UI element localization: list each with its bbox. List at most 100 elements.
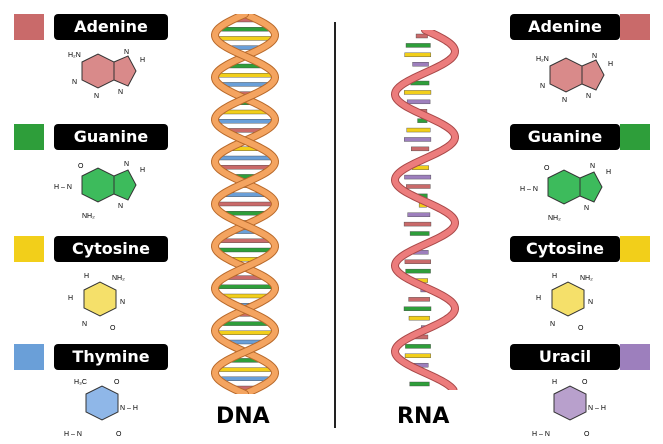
cytosine-swatch-right [620,236,650,262]
thymine-swatch-left [14,344,44,370]
svg-text:O: O [544,165,550,172]
svg-text:N: N [550,321,555,328]
svg-text:H – N: H – N [54,184,72,191]
base-pair-rung [403,90,432,95]
svg-text:O: O [78,163,84,170]
base-pair-rung [217,164,273,170]
base-pair-rung [408,297,430,302]
thymine-molecule-left: H₃C O N – H H – N O [64,379,138,438]
svg-text:O: O [110,325,116,332]
svg-text:N: N [118,89,123,96]
base-pair-rung [405,43,431,48]
base-pair-rung [407,212,431,217]
base-pair-rung [215,284,275,289]
base-pair-rung [404,174,432,180]
base-pair-rung [405,344,431,349]
svg-text:N: N [540,83,545,90]
adenine-molecule-right: H₂N N N N N H [536,53,613,104]
svg-text:H: H [536,295,541,302]
guanine-label-left: Guanine [54,124,168,150]
svg-text:N: N [592,53,597,60]
base-pair-rung [404,259,431,264]
svg-text:NH₂: NH₂ [82,213,95,220]
cytosine-label-left: Cytosine [54,236,168,262]
svg-text:N: N [124,161,129,168]
svg-text:N: N [94,93,99,100]
base-pair-rung [405,268,431,274]
base-pair-rung [215,330,275,335]
backbone-strand [391,30,458,390]
svg-text:N: N [588,299,593,306]
dna-label: DNA [216,404,270,429]
base-pair-rung [409,231,430,236]
svg-text:H: H [140,57,145,64]
svg-text:H: H [84,273,89,280]
svg-text:N: N [124,49,129,56]
backbone-strand [211,14,279,394]
svg-text:N: N [82,321,87,328]
base-pair-rung [214,201,276,207]
uracil-swatch-right [620,344,650,370]
svg-text:N – H: N – H [588,405,606,412]
base-pair-rung [406,184,431,189]
uracil-label-right: Uracil [510,344,620,370]
svg-text:N: N [584,205,589,212]
svg-text:N: N [120,299,125,306]
svg-text:N – H: N – H [120,405,138,412]
base-pair-rung [215,73,275,78]
base-pair-rung [215,247,275,253]
svg-text:O: O [116,431,122,438]
svg-text:H: H [140,167,145,174]
svg-text:H – N: H – N [532,431,550,438]
svg-text:NH₂: NH₂ [580,275,593,282]
base-pair-rung [411,146,430,152]
cytosine-molecule-left: H NH₂ H N N O [68,273,125,332]
svg-text:N: N [590,163,595,170]
base-pair-rung [217,238,273,244]
svg-text:O: O [578,325,584,332]
cytosine-label-right: Cytosine [510,236,620,262]
base-pair-rung [404,137,432,142]
base-pair-rung [406,127,431,133]
svg-text:H: H [608,61,613,68]
base-pair-rung [404,52,432,58]
adenine-label-left: Adenine [54,14,168,40]
base-pair-rung [415,33,428,39]
svg-text:N: N [118,203,123,210]
base-pair-rung [215,118,275,124]
base-pair-rung [404,353,431,358]
svg-text:H: H [552,273,557,280]
svg-text:H: H [68,295,73,302]
svg-text:H₂N: H₂N [68,52,81,59]
svg-text:H: H [552,379,557,386]
svg-text:H₂N: H₂N [536,56,549,63]
cytosine-molecule-right: H NH₂ H N N O [536,273,593,332]
base-pair-rung [406,99,431,105]
backbone-strand [211,14,279,394]
guanine-molecule-right: O H – N NH₂ N N H [520,163,611,222]
base-pair-rung [215,155,275,161]
rna-label: RNA [397,404,450,429]
guanine-label-right: Guanine [510,124,620,150]
adenine-molecule-left: H₂N N N N N H [68,49,145,100]
base-pair-rung [409,381,430,387]
base-pair-rung [215,367,275,372]
svg-text:N: N [586,93,591,100]
svg-text:N: N [72,79,77,86]
guanine-molecule-left: O H – N NH₂ N N H [54,161,145,220]
guanine-swatch-right [620,124,650,150]
thymine-label-left: Thymine [54,344,168,370]
adenine-swatch-left [14,14,44,40]
svg-text:N: N [562,97,567,104]
dna-double-helix [210,14,280,394]
base-pair-rung [403,221,432,227]
svg-text:H: H [606,169,611,176]
base-pair-rung [403,306,432,311]
guanine-swatch-left [14,124,44,150]
adenine-label-right: Adenine [510,14,620,40]
base-pair-rung [412,62,429,67]
svg-text:NH₂: NH₂ [548,215,561,222]
svg-text:O: O [584,431,590,438]
rna-single-helix [390,30,460,390]
